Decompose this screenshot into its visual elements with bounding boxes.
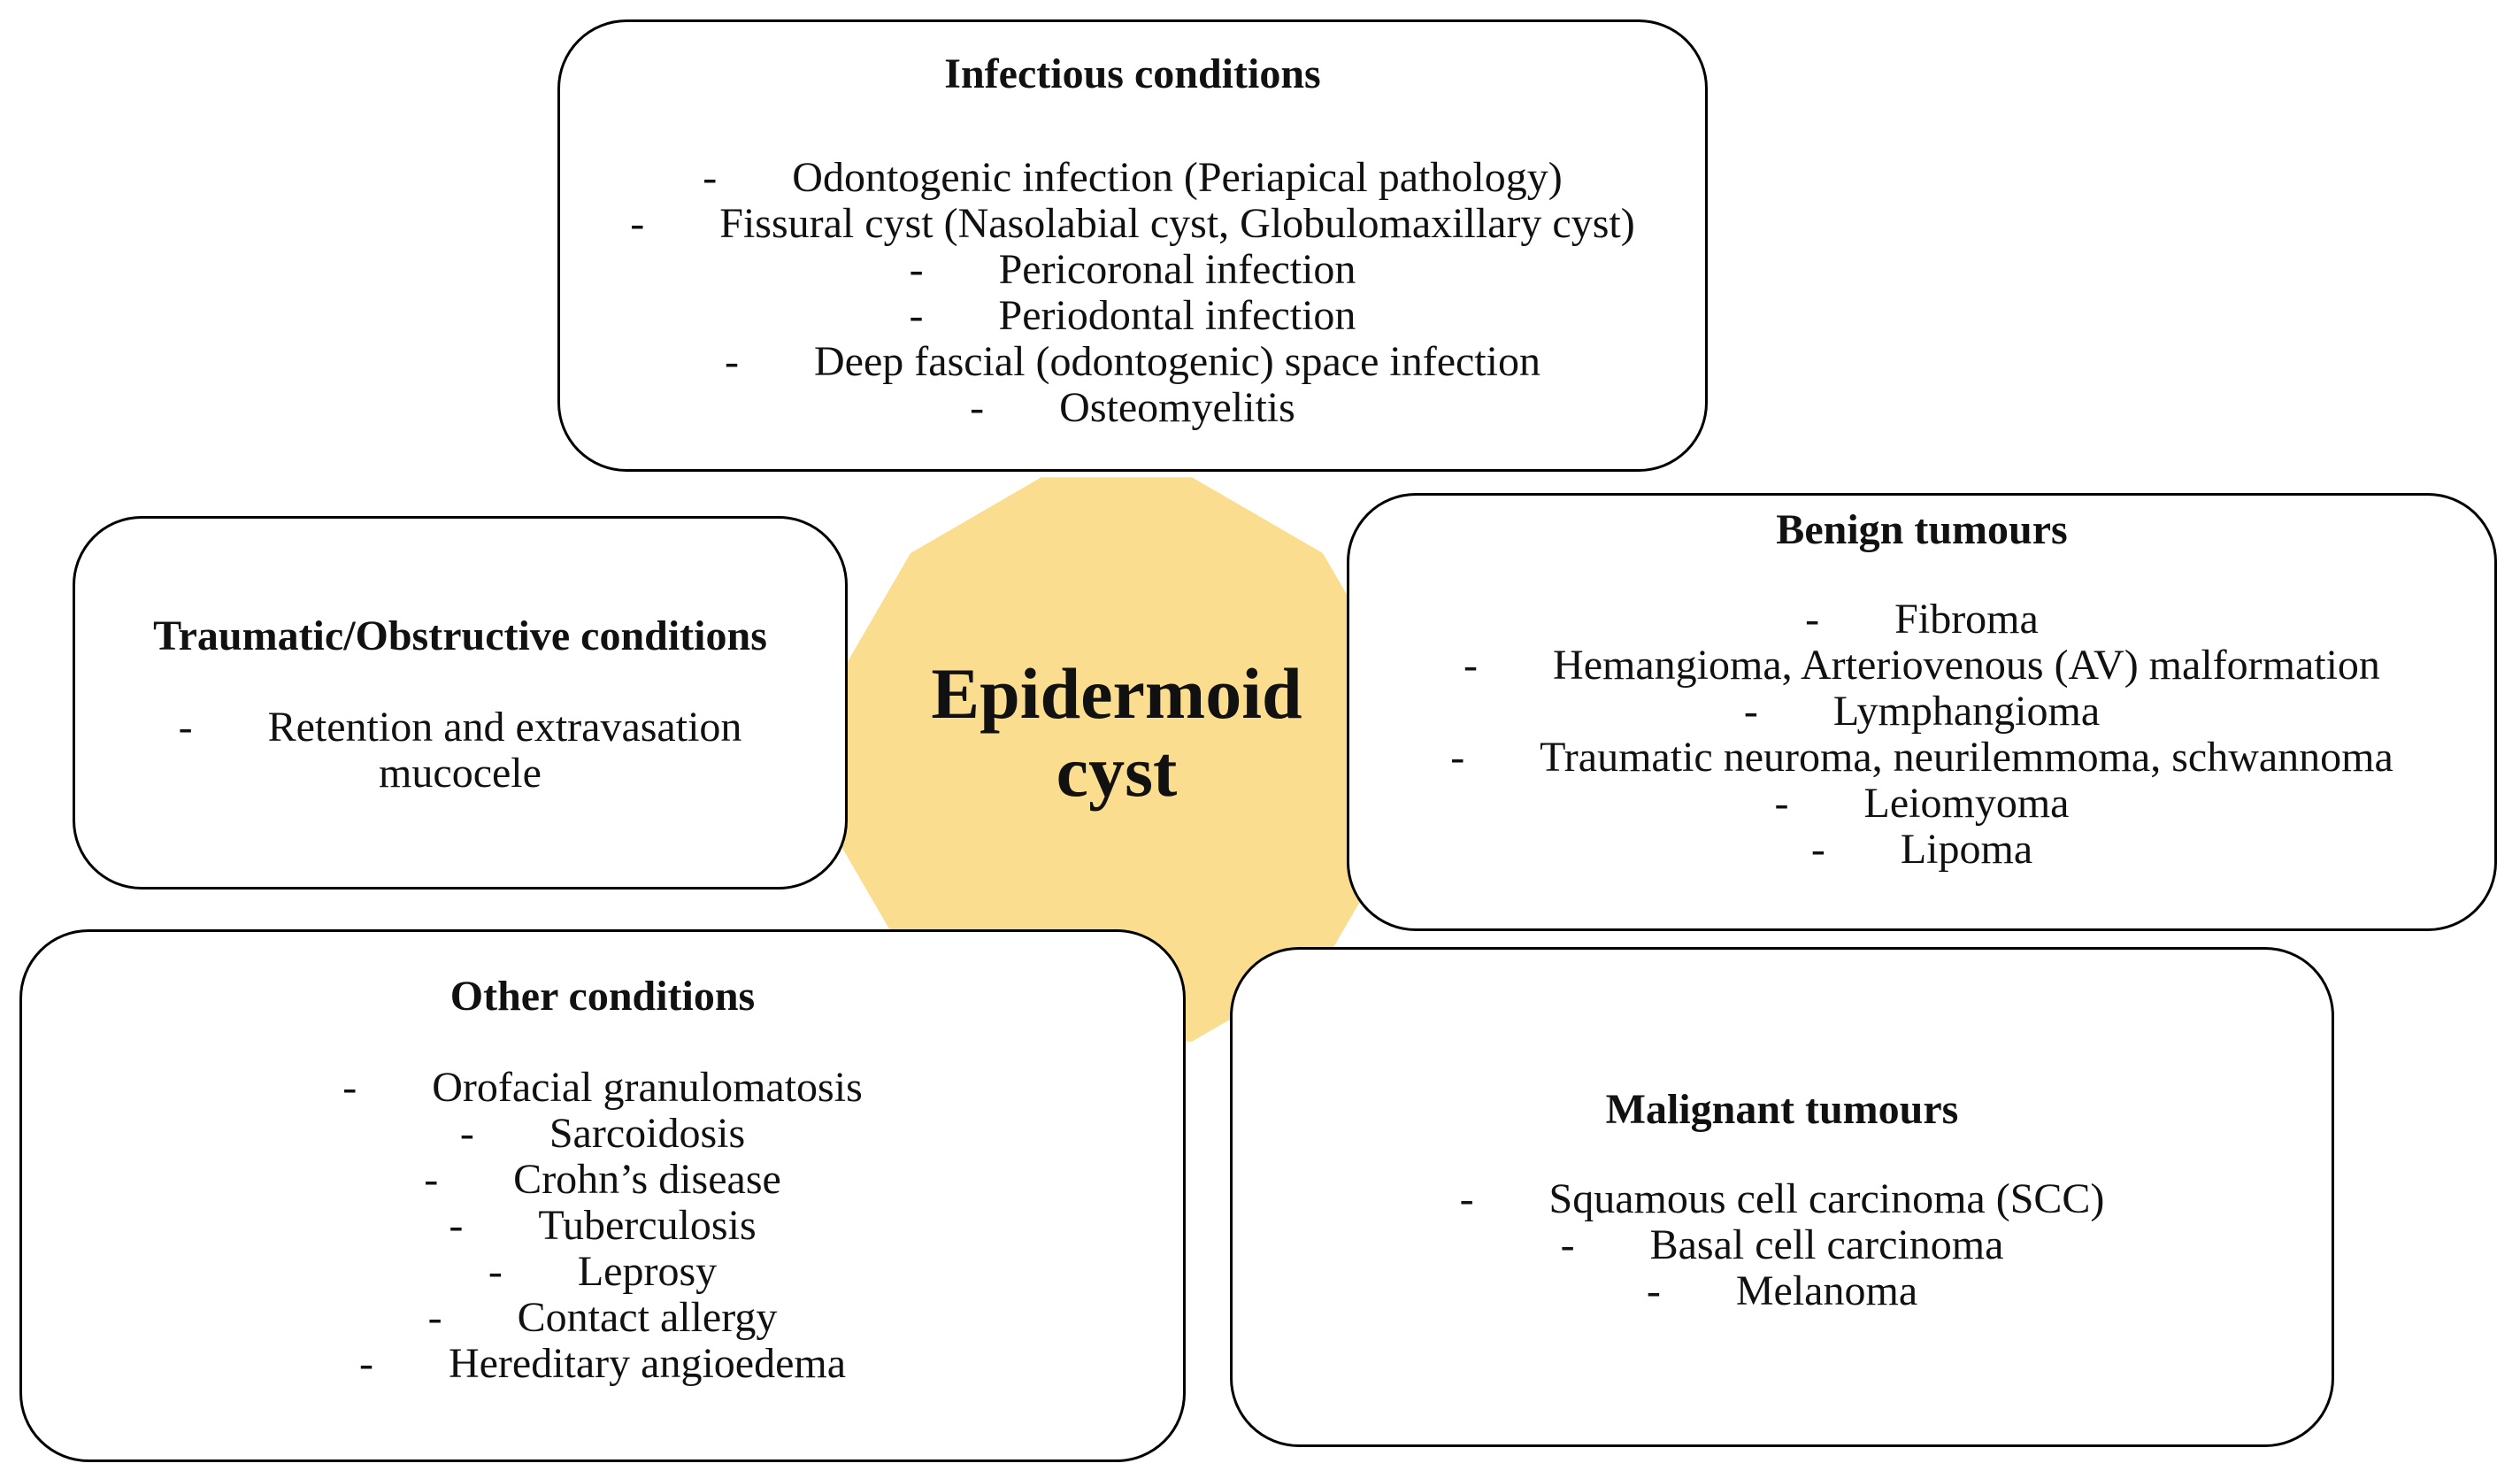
bullet-dash: -: [630, 200, 645, 247]
bullet-dash: -: [424, 1156, 439, 1203]
box-traumatic-obstructive-conditions: Traumatic/Obstructive conditions - Retent…: [73, 516, 848, 890]
list-item-text: Osteomyelitis: [1059, 384, 1295, 431]
list-infectious: - Odontogenic infection (Periapical patho…: [560, 155, 1705, 431]
bullet-dash: -: [1774, 780, 1789, 827]
list-malignant: -Squamous cell carcinoma (SCC)-Basal cel…: [1233, 1176, 2332, 1314]
list-item-line: - Odontogenic infection (Periapical patho…: [560, 155, 1705, 201]
list-item-line: - Basal cell carcinoma: [1233, 1222, 2332, 1268]
list-benign: -Fibroma-Hemangioma, Arteriovenous (AV) …: [1349, 597, 2494, 873]
epidermoid-cyst-label: Epidermoid cyst: [825, 467, 1409, 1051]
list-item-line: - Hereditary angioedema: [22, 1341, 1183, 1387]
list-item-text: Deep fascial (odontogenic) space infecti…: [814, 338, 1540, 385]
bullet-dash: -: [459, 1110, 474, 1157]
list-item-text: Lipoma: [1900, 826, 2033, 873]
list-item-line: - Hemangioma, Arteriovenous (AV) malforma…: [1349, 643, 2494, 689]
bullet-dash: -: [970, 384, 985, 431]
list-item-line: - Leiomyoma: [1349, 781, 2494, 827]
bullet-dash: -: [1459, 1175, 1474, 1222]
bullet-dash: -: [1646, 1267, 1661, 1314]
box-title-other: Other conditions: [449, 973, 756, 1020]
list-item-line: - Lymphangioma: [1349, 689, 2494, 735]
center-title-line2: cyst: [1056, 731, 1178, 812]
bullet-dash: -: [342, 1064, 357, 1111]
bullet-dash: -: [427, 1294, 442, 1341]
list-item-line: - Melanoma: [1233, 1268, 2332, 1314]
bullet-dash: -: [1560, 1221, 1575, 1268]
list-item-line: - Retention and extravasation: [75, 705, 845, 751]
bullet-dash: -: [703, 154, 718, 201]
bullet-dash: -: [909, 292, 924, 339]
list-item-line: - Fibroma: [1349, 597, 2494, 643]
box-malignant-tumours: Malignant tumours -Squamous cell carcino…: [1230, 947, 2334, 1447]
list-item-line: - Periodontal infection: [560, 293, 1705, 339]
list-item-text: Leiomyoma: [1863, 780, 2070, 827]
box-infectious-conditions: Infectious conditions - Odontogenic infec…: [557, 19, 1708, 472]
list-item-line: - Contact allergy: [22, 1295, 1183, 1341]
bullet-dash: -: [1743, 688, 1758, 735]
box-other-conditions: Other conditions -Orofacial granulomatos…: [19, 929, 1186, 1462]
bullet-dash: -: [1810, 826, 1825, 873]
list-item-line: - Lipoma: [1349, 827, 2494, 873]
box-title-malignant: Malignant tumours: [1605, 1086, 1959, 1133]
list-item-text: Fibroma: [1894, 596, 2039, 643]
list-item-line: - Fissural cyst (Nasolabial cyst, Globulo…: [560, 201, 1705, 247]
list-item-text: Squamous cell carcinoma (SCC): [1548, 1175, 2105, 1222]
list-item-text: Fissural cyst (Nasolabial cyst, Globulom…: [719, 200, 1635, 247]
list-item-line: - Osteomyelitis: [560, 385, 1705, 431]
list-item-line: - Tuberculosis: [22, 1203, 1183, 1249]
list-item-text: Contact allergy: [517, 1294, 778, 1341]
list-item-text: Retention and extravasation: [267, 704, 742, 751]
bullet-dash: -: [1464, 642, 1479, 689]
list-item-text: Tuberculosis: [538, 1202, 757, 1249]
bullet-dash: -: [488, 1248, 503, 1295]
list-item-line: - Sarcoidosis: [22, 1111, 1183, 1157]
box-title-benign: Benign tumours: [1776, 506, 2068, 553]
list-item-line: - Squamous cell carcinoma (SCC): [1233, 1176, 2332, 1222]
list-other: -Orofacial granulomatosis-Sarcoidosis-Cr…: [22, 1065, 1183, 1387]
list-item-text: Sarcoidosis: [549, 1110, 746, 1157]
bullet-dash: -: [1805, 596, 1820, 643]
list-item-text: Melanoma: [1735, 1267, 1918, 1314]
list-item-text: Hereditary angioedema: [448, 1340, 847, 1387]
list-item-text: Traumatic neuroma, neurilemmoma, schwann…: [1540, 734, 2393, 781]
bullet-dash: -: [178, 704, 193, 751]
bullet-dash: -: [909, 246, 924, 293]
list-item-line: - Deep fascial (odontogenic) space infect…: [560, 339, 1705, 385]
bullet-dash: -: [725, 338, 739, 385]
box-title-traumatic: Traumatic/Obstructive conditions: [153, 612, 767, 659]
list-item-line: - Crohn’s disease: [22, 1157, 1183, 1203]
bullet-dash: -: [449, 1202, 464, 1249]
list-item-text: Leprosy: [577, 1248, 718, 1295]
list-item-text: Periodontal infection: [998, 292, 1356, 339]
list-item-text: Basal cell carcinoma: [1649, 1221, 2004, 1268]
bullet-dash: -: [1450, 734, 1465, 781]
list-item-text: Crohn’s disease: [513, 1156, 781, 1203]
list-item-text: Odontogenic infection (Periapical pathol…: [792, 154, 1563, 201]
box-benign-tumours: Benign tumours -Fibroma-Hemangioma, Arte…: [1347, 493, 2497, 931]
list-item-line: - Leprosy: [22, 1249, 1183, 1295]
box-title-infectious: Infectious conditions: [944, 50, 1321, 97]
list-item-text: Orofacial granulomatosis: [432, 1064, 863, 1111]
list-item-text: Hemangioma, Arteriovenous (AV) malformat…: [1553, 642, 2380, 689]
list-item-line: - Pericoronal infection: [560, 247, 1705, 293]
list-item-text: Pericoronal infection: [998, 246, 1356, 293]
list-item-line: - Orofacial granulomatosis: [22, 1065, 1183, 1111]
list-item-line: - Traumatic neuroma, neurilemmoma, schwan…: [1349, 735, 2494, 781]
list-item-text: Lymphangioma: [1832, 688, 2101, 735]
list-item-line: mucocele: [379, 750, 542, 797]
center-title-line1: Epidermoid: [931, 653, 1302, 734]
bullet-dash: -: [358, 1340, 373, 1387]
